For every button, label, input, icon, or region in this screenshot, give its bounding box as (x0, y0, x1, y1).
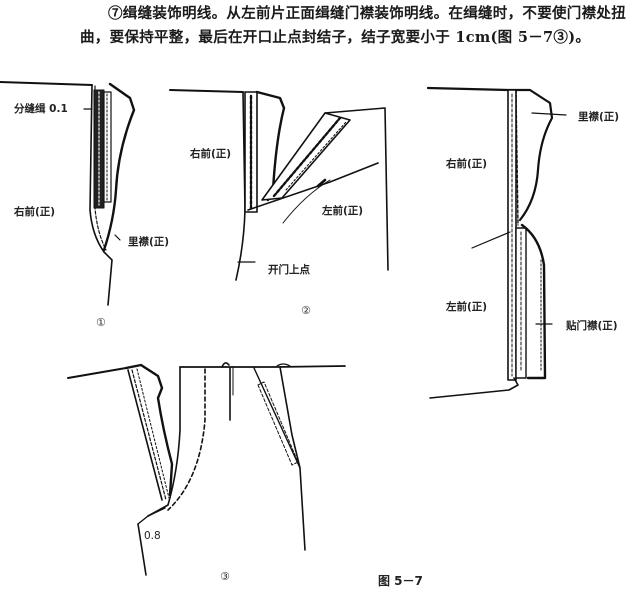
label-inner-placket-1: 里襟(正) (128, 236, 170, 248)
instruction-paragraph: ⑦缉缝装饰明线。从左前片正面缉缝门襟装饰明线。在缉缝时，不要使门襟处扭曲，要保持… (80, 2, 636, 50)
label-right-front-1: 右前(正) (14, 206, 56, 218)
panel-number-3: ③ (220, 570, 230, 583)
panel-4-drawing (426, 86, 567, 399)
panel-1-drawing (0, 81, 136, 306)
panel-3-drawing (67, 362, 346, 576)
panel-2-drawing (169, 89, 389, 281)
label-right-front-4: 右前(正) (446, 158, 488, 170)
panel-number-2: ② (301, 304, 311, 317)
label-seam-stitch: 分缝缉 0.1 (14, 103, 68, 115)
figure-caption: 图 5－7 (378, 574, 423, 588)
label-right-front-2b: 右前(正) (190, 148, 232, 160)
label-left-front-2: 左前(正) (322, 205, 364, 217)
label-inner-placket-4: 里襟(正) (578, 111, 620, 123)
label-opening-point: 开门上点 (268, 264, 310, 276)
label-fly-placket: 贴门襟(正) (566, 320, 618, 332)
panel-number-1: ① (96, 316, 106, 329)
label-left-front-4: 左前(正) (446, 301, 488, 313)
instruction-text: ⑦缉缝装饰明线。从左前片正面缉缝门襟装饰明线。在缉缝时，不要使门襟处扭曲，要保持… (80, 5, 626, 46)
label-measurement: 0.8 (144, 530, 161, 542)
